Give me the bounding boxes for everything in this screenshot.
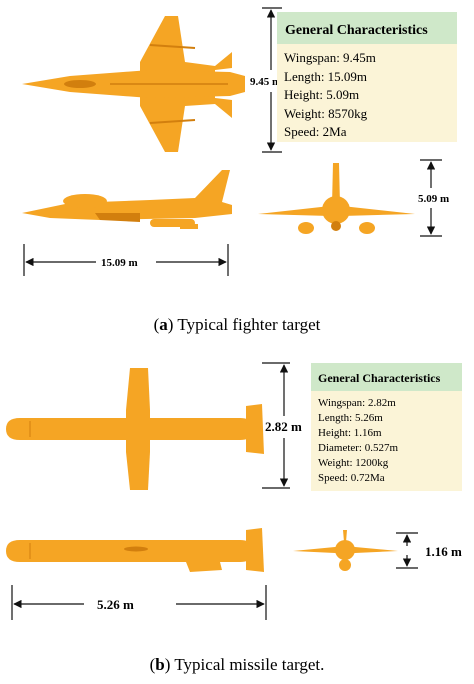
fighter-front-pod	[331, 221, 341, 231]
missile-height-label: 1.16 m	[425, 544, 462, 559]
missile-spec-row: Height: 1.16m	[318, 427, 382, 439]
fighter-spec-title: General Characteristics	[285, 23, 428, 38]
fighter-spec-box: General Characteristics Wingspan: 9.45m …	[277, 12, 457, 142]
fighter-top-view	[22, 16, 245, 152]
missile-side-view	[6, 528, 264, 572]
fighter-front-tank-left	[298, 222, 314, 234]
missile-top-body	[6, 418, 252, 440]
missile-side-inlet	[124, 546, 148, 552]
fighter-side-fin	[180, 224, 198, 229]
missile-side-tail	[246, 528, 264, 572]
missile-caption: (b) Typical missile target.	[150, 655, 325, 674]
missile-span-label: 2.82 m	[265, 419, 302, 434]
missile-spec-row: Length: 5.26m	[318, 412, 383, 424]
fighter-length-label: 15.09 m	[101, 257, 138, 269]
fighter-front-fin	[332, 163, 340, 205]
missile-spec-title: General Characteristics	[318, 371, 441, 385]
missile-spec-row: Diameter: 0.527m	[318, 442, 398, 454]
missile-front-body	[335, 540, 355, 560]
missile-front-top-fin	[343, 530, 347, 542]
fighter-front-tank-right	[359, 222, 375, 234]
missile-front-belly	[339, 559, 351, 571]
missile-spec-header-bg	[311, 363, 462, 391]
fighter-spec-row: Wingspan: 9.45m	[284, 50, 376, 65]
fighter-spec-row: Weight: 8570kg	[284, 106, 368, 121]
fighter-side-canopy	[63, 194, 107, 208]
missile-spec-box: General Characteristics Wingspan: 2.82m …	[311, 363, 462, 491]
fighter-spec-row: Height: 5.09m	[284, 87, 359, 102]
missile-length-label: 5.26 m	[97, 597, 134, 612]
fighter-spec-header-bg	[277, 12, 457, 44]
missile-top-view	[6, 368, 264, 490]
fighter-side-view	[22, 170, 232, 229]
fighter-top-canopy	[64, 80, 96, 88]
missile-front-view	[293, 530, 398, 571]
fighter-front-view	[258, 163, 415, 234]
fighter-height-label: 5.09 m	[418, 193, 449, 205]
fighter-span-label: 9.45 m	[250, 76, 281, 88]
fighter-caption: (a) Typical fighter target	[154, 315, 321, 334]
fighter-side-fuselage	[22, 170, 232, 220]
fighter-spec-row: Length: 15.09m	[284, 69, 367, 84]
fighter-top-stores-2	[149, 119, 196, 124]
fighter-side-intake	[95, 213, 140, 222]
missile-spec-row: Wingspan: 2.82m	[318, 397, 396, 409]
missile-spec-body-bg	[311, 391, 462, 491]
missile-spec-row: Speed: 0.72Ma	[318, 472, 385, 484]
missile-top-tail	[246, 404, 264, 454]
fighter-spec-body-bg	[277, 44, 457, 142]
missile-side-wing	[186, 562, 222, 572]
fighter-top-stores-1	[149, 44, 196, 49]
fighter-spec-row: Speed: 2Ma	[284, 124, 347, 139]
missile-spec-row: Weight: 1200kg	[318, 457, 389, 469]
fighter-front-body	[322, 196, 350, 224]
